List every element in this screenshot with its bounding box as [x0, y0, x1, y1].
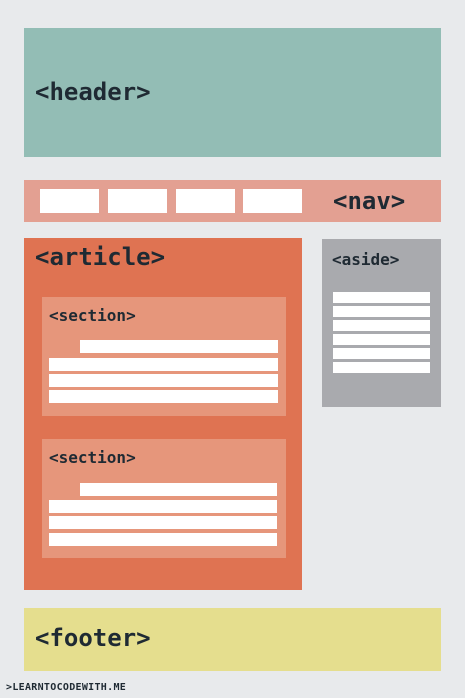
- nav-item-1: [40, 189, 99, 213]
- nav-label: <nav>: [333, 187, 406, 215]
- section-2-text-line: [49, 533, 277, 546]
- nav-item-4: [243, 189, 302, 213]
- watermark: >LEARNTOCODEWITH.ME: [6, 682, 127, 693]
- aside-text-line: [333, 306, 430, 317]
- section-1-text-line: [80, 340, 278, 353]
- aside-text-line: [333, 292, 430, 303]
- footer-label: <footer>: [35, 624, 151, 652]
- section-block-2: <section>: [42, 439, 286, 558]
- header-block: <header>: [24, 28, 441, 157]
- section-1-text-line: [49, 374, 278, 387]
- header-label: <header>: [35, 78, 151, 106]
- nav-item-3: [176, 189, 235, 213]
- footer-block: <footer>: [24, 608, 441, 671]
- aside-label: <aside>: [332, 250, 400, 269]
- aside-text-line: [333, 362, 430, 373]
- section-label-2: <section>: [49, 448, 136, 467]
- section-2-text-line: [80, 483, 277, 496]
- article-label: <article>: [35, 243, 166, 271]
- section-1-text-line: [49, 358, 278, 371]
- nav-block: <nav>: [24, 180, 441, 222]
- section-1-text-line: [49, 390, 278, 403]
- aside-block: <aside>: [322, 239, 441, 407]
- section-block-1: <section>: [42, 297, 286, 416]
- nav-item-2: [108, 189, 167, 213]
- aside-text-line: [333, 334, 430, 345]
- section-2-text-line: [49, 516, 277, 529]
- aside-text-line: [333, 320, 430, 331]
- section-label-1: <section>: [49, 306, 136, 325]
- article-block: <article> <section> <section>: [24, 238, 302, 590]
- aside-text-line: [333, 348, 430, 359]
- section-2-text-line: [49, 500, 277, 513]
